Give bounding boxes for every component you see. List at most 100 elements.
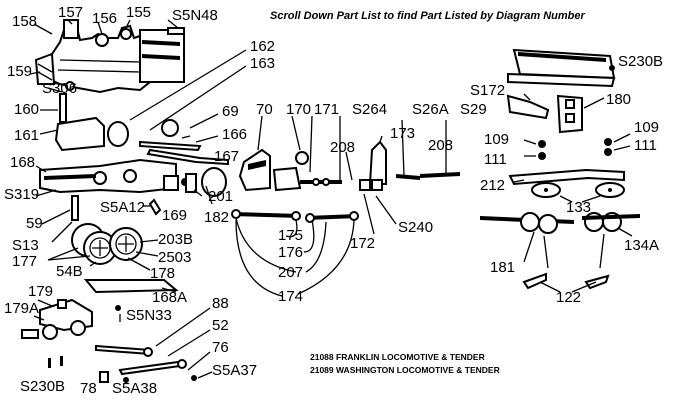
label-162: 162 <box>250 38 275 55</box>
label-171: 171 <box>314 101 339 118</box>
label-s5a12: S5A12 <box>100 199 145 216</box>
label-177: 177 <box>12 253 37 270</box>
label-76: 76 <box>212 339 229 356</box>
part-161 <box>54 116 105 152</box>
label-s306: S306 <box>42 80 77 97</box>
label-109-left: 109 <box>484 131 509 148</box>
label-69: 69 <box>222 103 239 120</box>
label-70: 70 <box>256 101 273 118</box>
label-156: 156 <box>92 10 117 27</box>
valve-gear-rods <box>231 209 359 297</box>
label-s230b-right: S230B <box>618 53 663 70</box>
part-59 <box>71 195 79 221</box>
leader-lines-top <box>29 19 247 135</box>
caption-franklin: 21088 FRANKLIN LOCOMOTIVE & TENDER <box>310 352 485 362</box>
label-178: 178 <box>150 265 175 282</box>
label-s240: S240 <box>398 219 433 236</box>
part-168a <box>83 279 179 294</box>
label-s13: S13 <box>12 237 39 254</box>
part-182 <box>201 167 227 197</box>
label-175: 175 <box>278 227 303 244</box>
part-169 <box>148 198 162 216</box>
part-163 <box>139 140 202 152</box>
part-167 <box>146 148 229 166</box>
tender-coupler <box>506 93 605 134</box>
part-111-left <box>538 152 546 160</box>
label-203b: 203B <box>158 231 193 248</box>
label-172: 172 <box>350 235 375 252</box>
label-59: 59 <box>26 215 43 232</box>
label-109-right: 109 <box>634 119 659 136</box>
label-52: 52 <box>212 317 229 334</box>
part-labels: 158 157 156 155 S5N48 162 163 159 S306 1… <box>4 4 663 397</box>
label-212: 212 <box>480 177 505 194</box>
label-155: 155 <box>126 4 151 21</box>
label-163: 163 <box>250 55 275 72</box>
tender-trucks <box>480 212 640 269</box>
label-133: 133 <box>566 199 591 216</box>
center-assembly <box>238 115 353 192</box>
part-160 <box>59 93 67 123</box>
label-s5a38: S5A38 <box>112 380 157 397</box>
pilot-truck <box>21 298 121 340</box>
label-54b: 54B <box>56 263 83 280</box>
label-s230b-left: S230B <box>20 378 65 395</box>
label-s26a: S26A <box>412 101 449 118</box>
tender-bolsters <box>531 182 625 203</box>
label-180: 180 <box>606 91 631 108</box>
coupler-assembly <box>359 119 460 235</box>
label-181: 181 <box>490 259 515 276</box>
label-208-a: 208 <box>330 139 355 156</box>
screw-s230b-a <box>48 358 51 368</box>
part-201 <box>185 173 197 193</box>
locomotive-shell <box>34 19 185 94</box>
label-s5n48: S5N48 <box>172 7 218 24</box>
label-208-b: 208 <box>428 137 453 154</box>
label-161: 161 <box>14 127 39 144</box>
part-109-right <box>604 138 612 146</box>
label-173: 173 <box>390 125 415 142</box>
chassis-frame <box>35 158 189 197</box>
label-201: 201 <box>208 188 233 205</box>
diagram-header: Scroll Down Part List to find Part Liste… <box>270 10 585 22</box>
label-s5n33: S5N33 <box>126 307 172 324</box>
label-88: 88 <box>212 295 229 312</box>
label-s172: S172 <box>470 82 505 99</box>
label-168a: 168A <box>152 289 187 306</box>
label-111-right: 111 <box>634 137 657 154</box>
label-158: 158 <box>12 13 37 30</box>
label-160: 160 <box>14 101 39 118</box>
label-134a: 134A <box>624 237 659 254</box>
part-122-left <box>522 272 547 290</box>
part-111-right <box>604 148 612 156</box>
label-182: 182 <box>204 209 229 226</box>
label-122: 122 <box>556 289 581 306</box>
tender-body <box>507 48 616 88</box>
label-179: 179 <box>28 283 53 300</box>
label-s319: S319 <box>4 186 39 203</box>
side-rods <box>95 307 213 383</box>
label-176: 176 <box>278 244 303 261</box>
label-179a: 179A <box>4 300 39 317</box>
part-122-right <box>584 274 610 290</box>
label-168: 168 <box>10 154 35 171</box>
label-174: 174 <box>278 288 303 305</box>
label-s29: S29 <box>460 101 487 118</box>
label-78: 78 <box>80 380 97 397</box>
label-111-left: 111 <box>484 151 507 168</box>
part-212 <box>508 168 625 186</box>
label-s5a37: S5A37 <box>212 362 257 379</box>
label-169: 169 <box>162 207 187 224</box>
label-166: 166 <box>222 126 247 143</box>
part-109-left <box>538 140 546 148</box>
part-69 <box>161 119 179 137</box>
driver-wheels <box>47 223 159 271</box>
label-2503: 2503 <box>158 249 191 266</box>
label-s264: S264 <box>352 101 387 118</box>
label-207: 207 <box>278 264 303 281</box>
label-170: 170 <box>286 101 311 118</box>
label-157: 157 <box>58 4 83 21</box>
part-162 <box>107 121 129 147</box>
label-159: 159 <box>7 63 32 80</box>
